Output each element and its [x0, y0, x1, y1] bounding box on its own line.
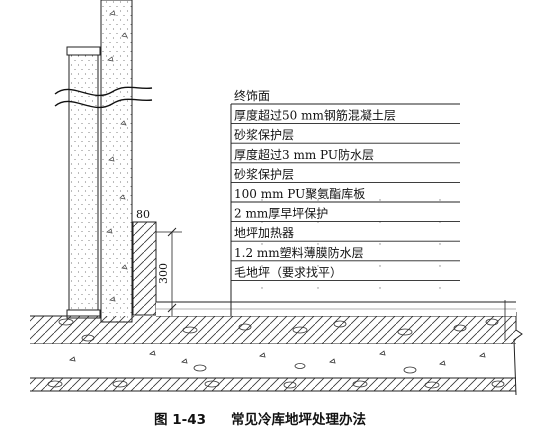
layer-label: 终饰面 [234, 88, 270, 103]
layer-label: 厚度超过3 mm PU防水层 [234, 147, 374, 162]
break-lines [54, 86, 153, 109]
wall-insulation-panel [66, 46, 101, 319]
caption-title: 常见冷库地坪处理办法 [231, 411, 366, 428]
layer-label: 砂浆保护层 [234, 127, 294, 142]
curb [132, 221, 157, 316]
dimensions: 80 300 [136, 208, 182, 316]
floor-slab [30, 312, 523, 396]
caption-number: 图 1-43 [154, 412, 206, 428]
wall [100, 0, 133, 323]
layer-label: 地坪加热器 [234, 226, 294, 240]
wall-aggregate [106, 10, 128, 302]
dim-width-label: 80 [136, 208, 150, 221]
floor-buildup [156, 199, 516, 340]
layer-label: 1.2 mm塑料薄膜防水层 [234, 245, 364, 260]
layer-label: 毛地坪（要求找平） [234, 265, 342, 279]
layer-label: 2 mm厚早坪保护 [234, 207, 328, 221]
layer-label: 砂浆保护层 [234, 166, 294, 181]
layer-label: 厚度超过50 mm钢筋混凝土层 [234, 108, 396, 123]
figure-caption: 图 1-43 常见冷库地坪处理办法 [154, 411, 366, 428]
dim-height-label: 300 [157, 263, 170, 284]
layer-label: 100 mm PU聚氨酯库板 [234, 186, 365, 201]
